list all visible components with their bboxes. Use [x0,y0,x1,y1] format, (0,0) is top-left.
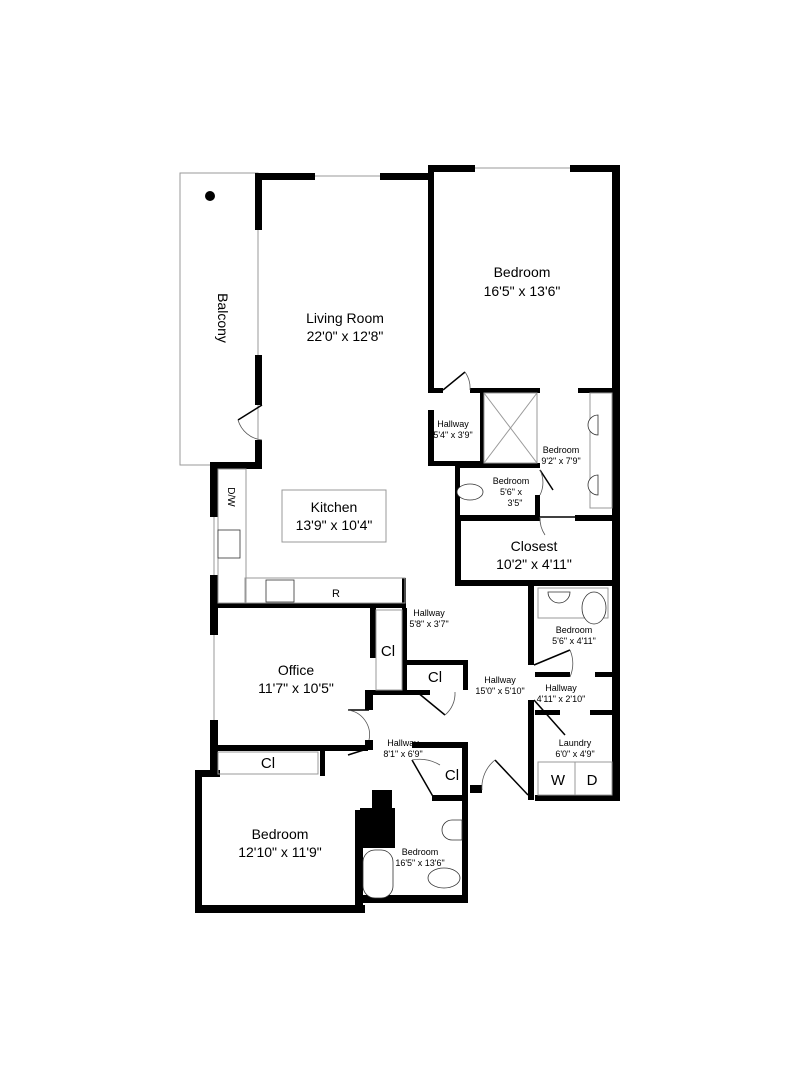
bedroom-wc-dims-2: 3'5" [508,498,523,508]
kitchen-name: Kitchen [311,499,358,515]
toilet-icon [427,867,461,889]
balcony-post-icon [205,191,215,201]
kitchen-island [281,489,387,543]
sink-icon [587,474,599,496]
hallway-c-dims: 15'0" x 5'10" [475,686,524,696]
office-name: Office [278,662,315,678]
dishwasher-label: D/W [225,487,236,507]
bedroom-wc-dims-1: 5'6" x [500,487,522,497]
closet-office-label: Cl [381,643,395,660]
toilet-icon [456,483,484,501]
bedroom-2-name: Bedroom [252,826,309,842]
bedroom-main-dims: 16'5" x 13'6" [484,283,561,299]
sink-icon [547,591,571,604]
living-room-name: Living Room [306,310,384,326]
bedroom-bath-a-name: Bedroom [543,445,580,455]
hallway-c-name: Hallway [484,675,516,685]
doors [237,371,575,801]
dryer-label: D [587,772,598,789]
bedroom-closet [217,751,319,775]
bedroom-bath-c-name: Bedroom [402,847,439,857]
fixture-labels: D/W R W D Cl Cl Cl Cl [225,487,598,789]
room-labels: Living Room 22'0" x 12'8" Bedroom 16'5" … [238,264,596,868]
office-dims: 11'7" x 10'5" [258,680,334,696]
sink-icon [587,414,599,436]
bedroom-bath-c-dims: 16'5" x 13'6" [395,858,444,868]
hallway-a-dims: 5'4" x 3'9" [433,430,472,440]
closet-hall-label: Cl [428,669,442,686]
refrigerator-label: R [332,588,340,600]
sink-icon [441,819,463,841]
washer-label: W [551,772,566,789]
hallway-d-dims: 4'11" x 2'10" [537,694,586,704]
laundry-name: Laundry [559,738,592,748]
living-room-dims: 22'0" x 12'8" [307,328,384,344]
bathtub-icon [362,849,394,899]
hallway-b-name: Hallway [413,608,445,618]
walls [195,165,620,913]
hallway-a-name: Hallway [437,419,469,429]
bedroom-bath-b-name: Bedroom [556,625,593,635]
hallway-b-dims: 5'8" x 3'7" [409,619,448,629]
hallway-e-name: Hallway [387,738,419,748]
bedroom-bath-a-dims: 9'2" x 7'9" [541,456,580,466]
laundry-dims: 6'0" x 4'9" [555,749,594,759]
fixtures [217,392,613,899]
shower-stall [483,392,538,464]
toilet-icon [581,591,607,625]
balcony: Balcony [179,172,259,466]
closest-dims: 10'2" x 4'11" [496,556,572,572]
bedroom-bath-b-dims: 5'6" x 4'11" [552,636,596,646]
stove-icon [265,579,295,603]
hallway-e-dims: 8'1" x 6'9" [383,749,422,759]
bedroom-wc-name: Bedroom [493,476,530,486]
bedroom-2-dims: 12'10" x 11'9" [238,844,322,860]
closet-hall-2-label: Cl [445,767,459,784]
balcony-label: Balcony [215,293,231,343]
hallway-d-name: Hallway [545,683,577,693]
kitchen-dims: 13'9" x 10'4" [296,517,373,533]
bedroom-main-name: Bedroom [494,264,551,280]
closet-bedroom-label: Cl [261,755,275,772]
kitchen-sink-icon [217,529,241,559]
closest-name: Closest [511,538,558,554]
windows [197,167,570,885]
